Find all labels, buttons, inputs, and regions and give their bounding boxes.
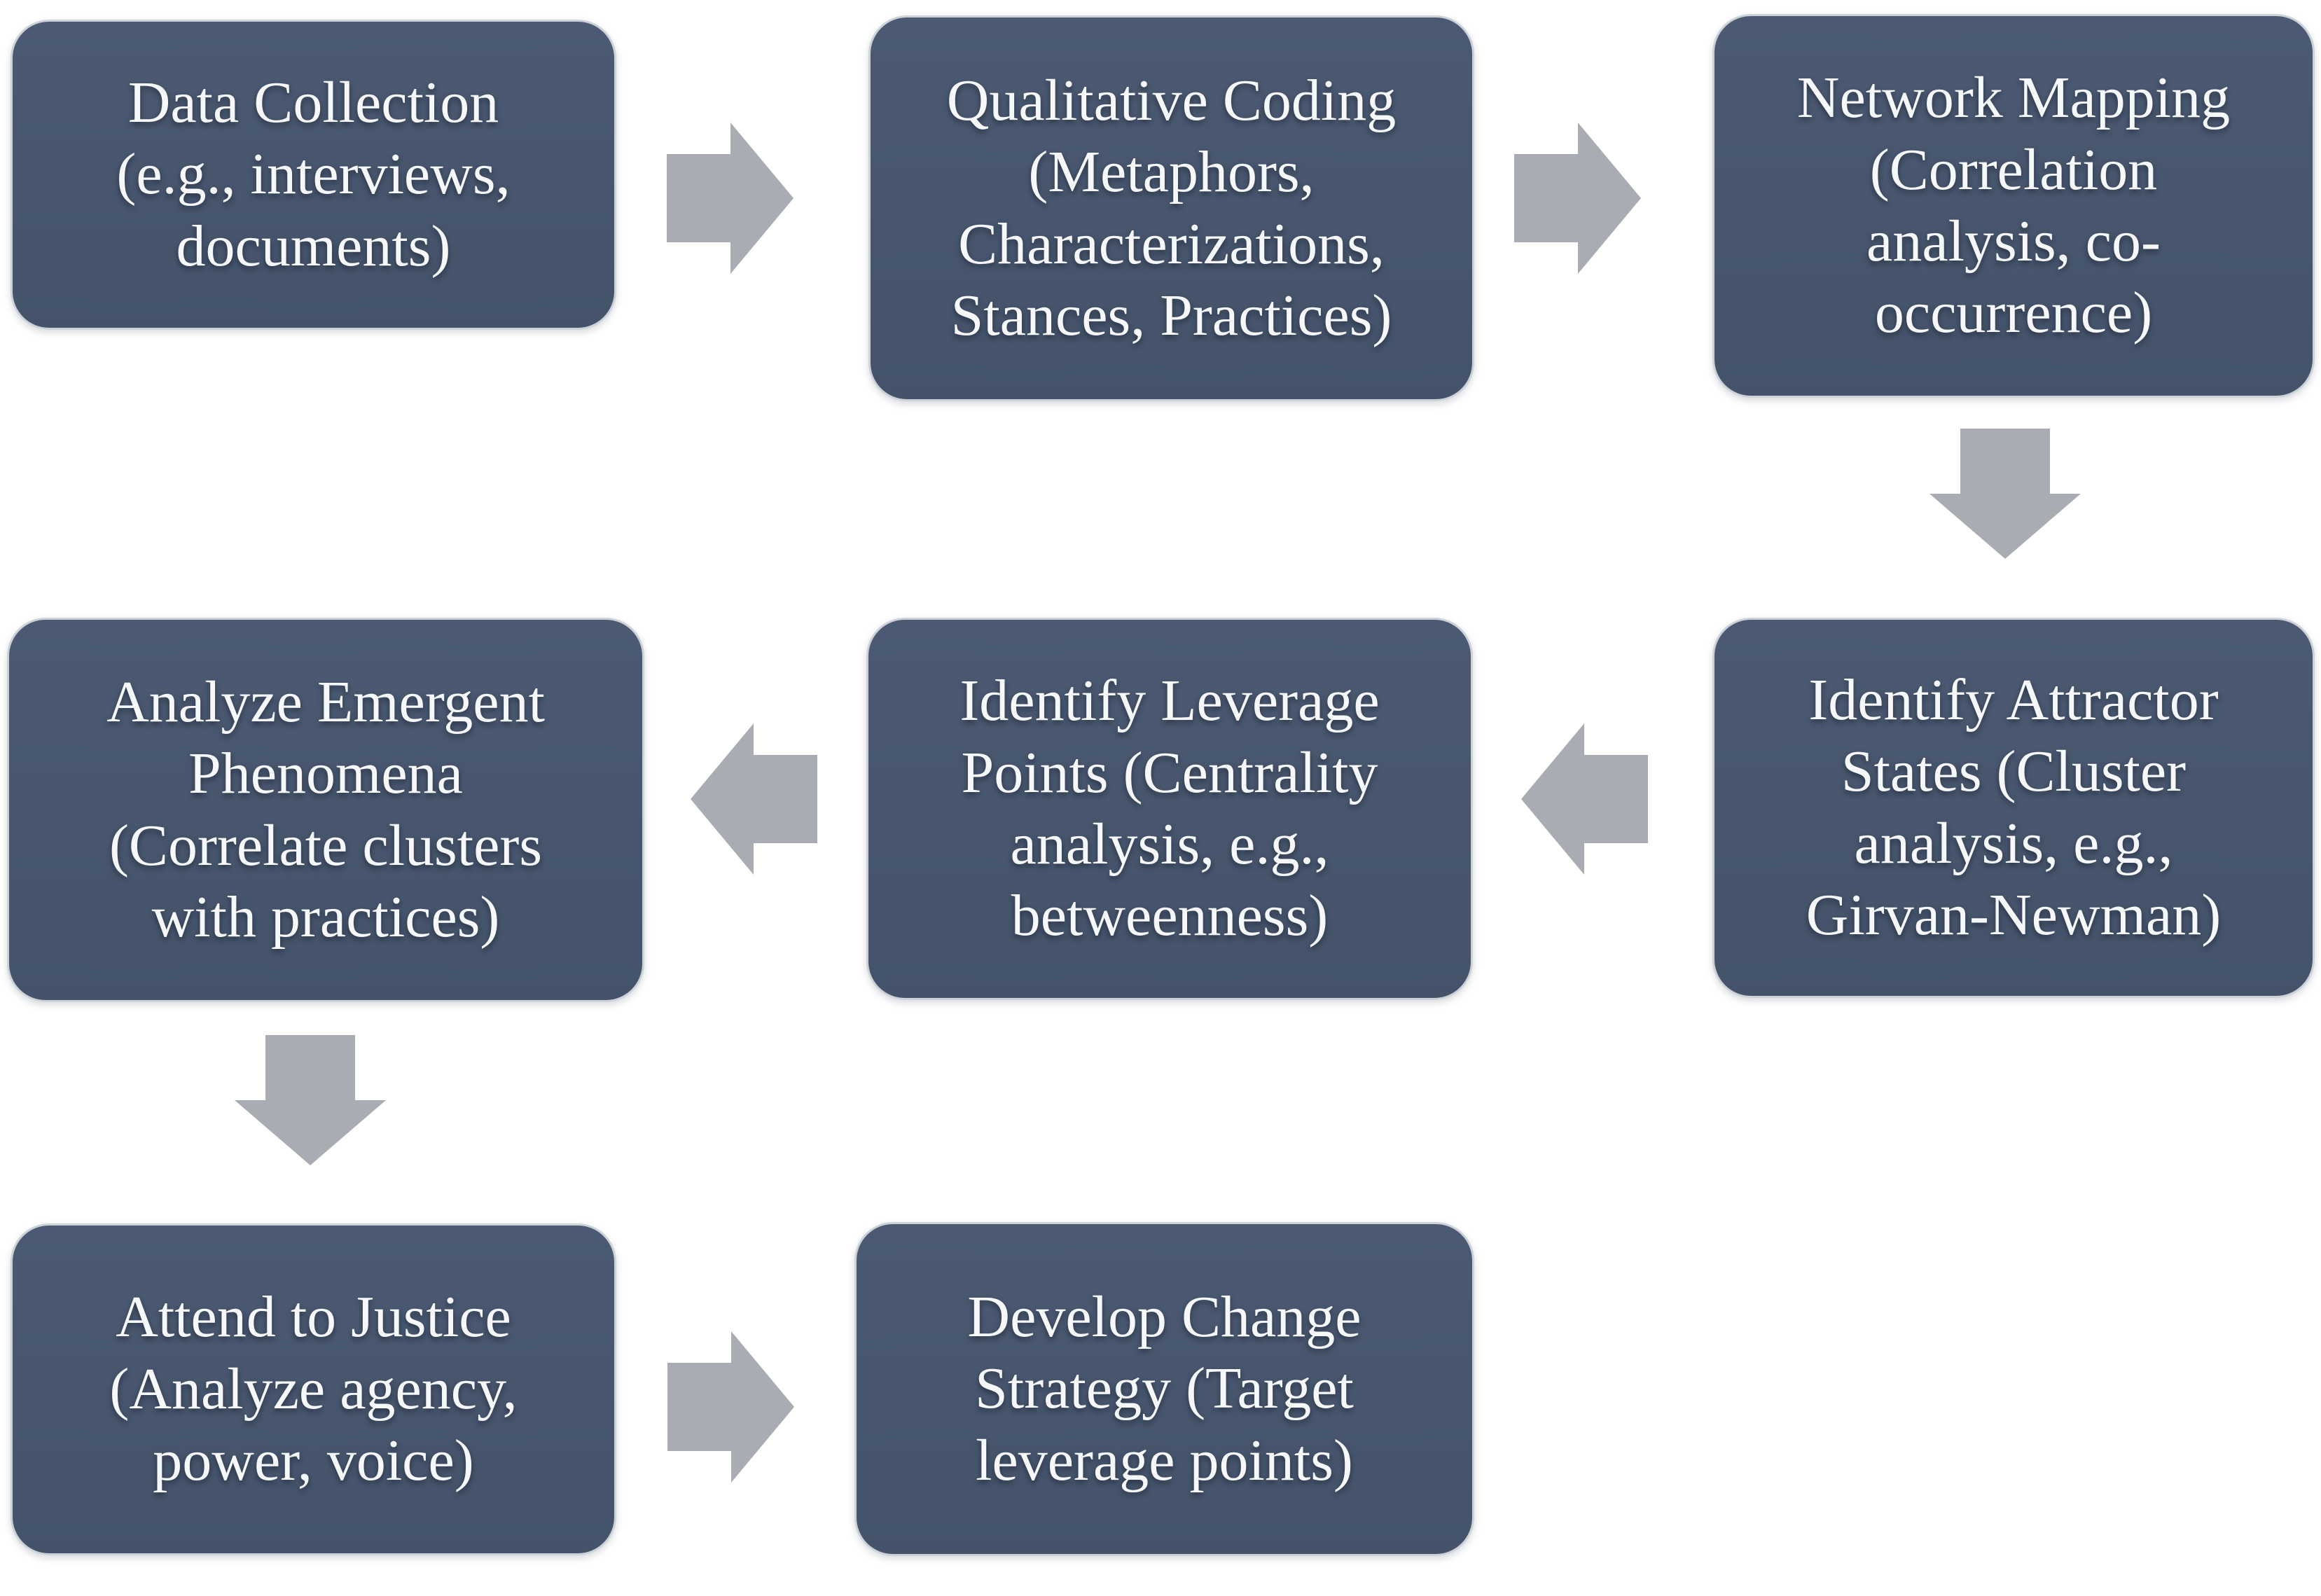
node-label: Attend to Justice (Analyze agency, power… <box>13 1282 614 1497</box>
node-develop-change-strategy: Develop Change Strategy (Target leverage… <box>854 1222 1474 1556</box>
node-line: Phenomena <box>188 741 463 807</box>
node-line: power, voice) <box>153 1428 474 1494</box>
node-line: Girvan-Newman) <box>1806 882 2222 948</box>
node-line: Attend to Justice <box>116 1284 511 1350</box>
node-line: Qualitative Coding <box>946 67 1397 133</box>
node-analyze-emergent-phenomena: Analyze Emergent Phenomena (Correlate cl… <box>7 618 644 1002</box>
node-line: (Correlate clusters <box>109 812 543 878</box>
node-line: with practices) <box>151 884 500 950</box>
node-label: Identify Attractor States (Cluster analy… <box>1714 665 2313 952</box>
node-line: leverage points) <box>976 1427 1353 1493</box>
node-line: (Analyze agency, <box>109 1356 518 1422</box>
node-line: Stances, Practices) <box>950 282 1392 348</box>
node-line: States (Cluster <box>1841 739 2187 805</box>
node-label: Analyze Emergent Phenomena (Correlate cl… <box>9 667 642 954</box>
node-line: Network Mapping <box>1796 65 2231 131</box>
node-line: (e.g., interviews, <box>116 141 511 207</box>
right-arrow-icon <box>667 1331 794 1483</box>
node-line: analysis, e.g., <box>1854 810 2173 876</box>
node-label: Identify Leverage Points (Centrality ana… <box>868 665 1471 952</box>
left-arrow-shape <box>691 723 817 875</box>
right-arrow-shape <box>1514 123 1641 274</box>
right-arrow-icon <box>1514 123 1641 274</box>
right-arrow-shape <box>667 123 794 274</box>
node-line: Strategy (Target <box>975 1356 1354 1422</box>
node-label: Data Collection (e.g., interviews, docum… <box>13 67 614 282</box>
node-identify-leverage-points: Identify Leverage Points (Centrality ana… <box>866 618 1473 1000</box>
left-arrow-shape <box>1521 723 1648 875</box>
node-line: analysis, co- <box>1866 209 2161 274</box>
node-qualitative-coding: Qualitative Coding (Metaphors, Character… <box>868 15 1474 401</box>
down-arrow-icon <box>235 1035 386 1165</box>
down-arrow-shape <box>235 1035 386 1165</box>
node-line: analysis, e.g., <box>1010 812 1329 877</box>
node-line: Identify Attractor <box>1808 667 2219 733</box>
node-line: Data Collection <box>127 69 499 135</box>
node-line: Develop Change <box>967 1284 1362 1349</box>
node-line: (Correlation <box>1869 137 2158 202</box>
right-arrow-icon <box>667 123 794 274</box>
right-arrow-shape <box>667 1331 794 1483</box>
down-arrow-shape <box>1929 429 2081 559</box>
node-identify-attractor-states: Identify Attractor States (Cluster analy… <box>1712 618 2315 998</box>
down-arrow-icon <box>1929 429 2081 559</box>
node-line: betweenness) <box>1011 883 1329 949</box>
node-attend-to-justice: Attend to Justice (Analyze agency, power… <box>11 1223 616 1555</box>
node-line: Points (Centrality <box>961 740 1378 805</box>
node-line: documents) <box>176 213 451 279</box>
node-data-collection: Data Collection (e.g., interviews, docum… <box>11 20 616 330</box>
left-arrow-icon <box>1521 723 1648 875</box>
node-line: Characterizations, <box>958 211 1385 277</box>
node-line: (Metaphors, <box>1028 139 1315 205</box>
node-line: occurrence) <box>1874 280 2153 346</box>
node-network-mapping: Network Mapping (Correlation analysis, c… <box>1712 14 2315 398</box>
node-label: Qualitative Coding (Metaphors, Character… <box>871 65 1472 352</box>
node-line: Analyze Emergent <box>106 669 545 735</box>
left-arrow-icon <box>691 723 817 875</box>
node-line: Identify Leverage <box>959 668 1380 734</box>
node-label: Develop Change Strategy (Target leverage… <box>857 1282 1472 1497</box>
node-label: Network Mapping (Correlation analysis, c… <box>1714 62 2313 349</box>
